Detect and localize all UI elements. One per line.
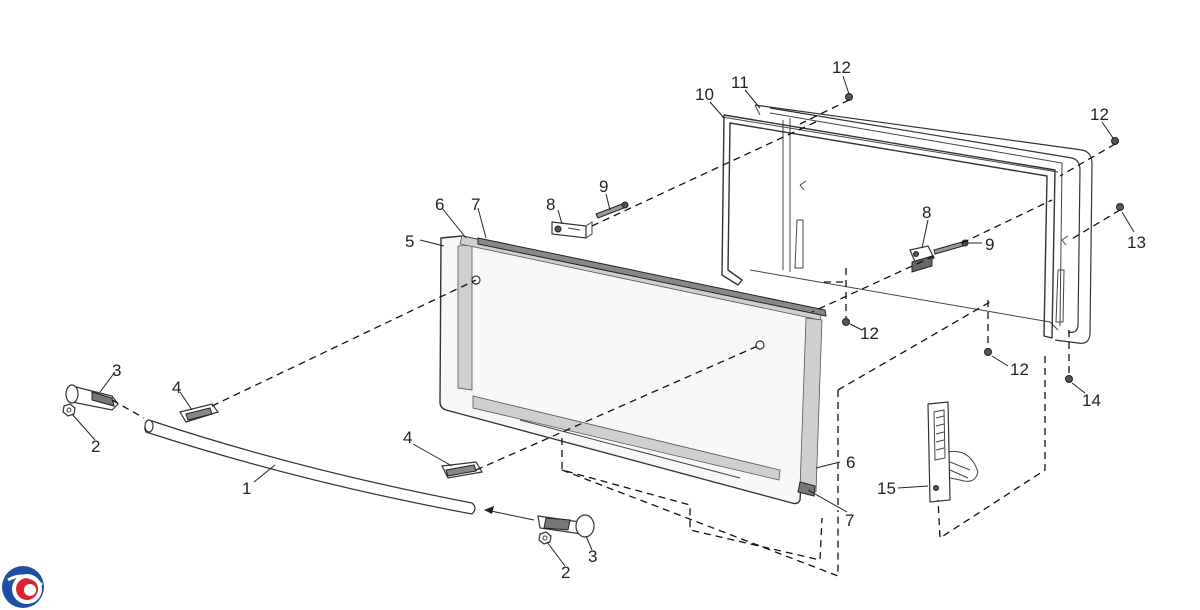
part-labels: 1 2 2 3 3 4 4 5 6 6 7 7 8 8 9 9 10 11 12…: [91, 58, 1146, 582]
nut-right: [538, 531, 552, 545]
leader-lines: [71, 75, 1135, 567]
glass-clip-right: [797, 481, 816, 497]
label-screw-mid-left: 12: [860, 324, 879, 343]
handle: [144, 419, 476, 515]
inner-door-frame: [749, 104, 1093, 344]
label-outer-glass: 5: [405, 232, 414, 251]
label-nut-left: 2: [91, 437, 100, 456]
screw-top-right: [1111, 137, 1119, 145]
label-screw-bottom: 14: [1082, 391, 1101, 410]
nut-left: [62, 403, 76, 417]
outer-glass: [439, 235, 813, 505]
screw-bottom: [1065, 375, 1073, 383]
label-door-hinge: 15: [877, 479, 896, 498]
handle-arrow: [484, 506, 535, 521]
screw-mid-right: [984, 348, 992, 356]
label-glass-strip-right: 6: [846, 453, 855, 472]
label-end-cap-right: 3: [588, 547, 597, 566]
label-glass-strip-top: 6: [435, 195, 444, 214]
label-nut-right: 2: [561, 563, 570, 582]
label-screw-side: 13: [1127, 233, 1146, 252]
end-cap-right: [537, 514, 595, 538]
label-bracket-right: 4: [403, 428, 412, 447]
label-hinge-screw-right: 9: [985, 235, 994, 254]
label-inner-door-frame: 11: [731, 73, 749, 92]
hinge-block-left: [551, 221, 593, 239]
bracket-left: [179, 403, 219, 423]
end-cap-left: [65, 384, 119, 411]
label-hinge-block-left: 8: [546, 195, 555, 214]
label-handle: 1: [242, 479, 251, 498]
assembly-lines: [111, 99, 1121, 577]
screw-mid-left: [842, 318, 850, 326]
label-hinge-screw-left: 9: [599, 177, 608, 196]
glass-strip-right: [799, 317, 823, 493]
label-screw-top-right: 12: [1090, 105, 1109, 124]
door-hinge: [927, 401, 979, 503]
hinge-screw-left: [595, 201, 629, 219]
label-end-cap-left: 3: [112, 361, 121, 380]
hinge-block-right: [909, 245, 935, 273]
label-screw-top: 12: [832, 58, 851, 77]
label-bracket-left: 4: [172, 378, 181, 397]
screw-top: [845, 93, 853, 101]
glass-clip-top: [477, 237, 827, 317]
label-glass-clip-top: 7: [471, 195, 480, 214]
label-screw-mid-right: 12: [1010, 360, 1029, 379]
door-seal: [721, 114, 1059, 339]
label-door-seal: 10: [695, 85, 714, 104]
screw-side: [1116, 203, 1124, 211]
label-glass-clip-right: 7: [845, 511, 854, 530]
label-hinge-block-right: 8: [922, 203, 931, 222]
brand-logo: [2, 566, 44, 608]
